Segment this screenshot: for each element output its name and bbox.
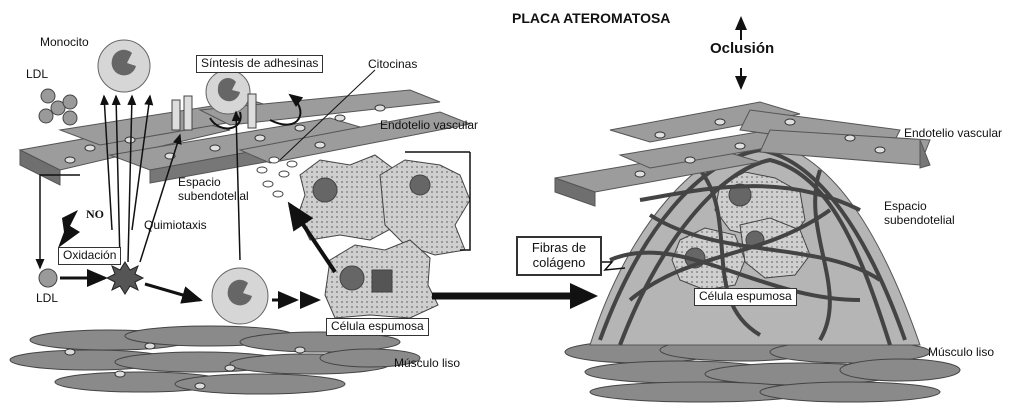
label-quimiotaxis: Quimiotaxis — [144, 218, 207, 232]
label-sintesis: Síntesis de adhesinas — [196, 55, 324, 73]
smooth-muscle-left — [9, 325, 421, 395]
cytokines — [256, 156, 298, 198]
cytokine-leader — [279, 69, 376, 161]
foam-to-space-arrow — [287, 201, 337, 274]
monocyte-top — [97, 39, 151, 93]
collagen-fibers — [598, 147, 907, 346]
label-musculo-left: Músculo liso — [394, 356, 461, 370]
endothelium-left-nuclei — [64, 104, 386, 164]
ldl-oxidation-path — [38, 261, 321, 325]
endothelium-right-nuclei — [634, 118, 886, 178]
label-no: NO — [86, 207, 104, 221]
ldl-particles-top — [38, 88, 78, 126]
label-ldl-bottom: LDL — [36, 291, 59, 305]
chemotaxis-arrows — [100, 94, 241, 263]
fibras-leader — [598, 261, 626, 271]
no-lightning — [58, 210, 80, 248]
label-musculo-right: Músculo liso — [928, 345, 995, 359]
label-espacio-right: Espacio subendotelial — [884, 199, 955, 227]
label-placa: PLACA ATEROMATOSA — [512, 10, 671, 26]
label-citocinas: Citocinas — [368, 57, 418, 71]
adhesin-arrow — [269, 93, 304, 126]
label-oxidacion: Oxidación — [58, 247, 122, 265]
foam-cells-upper — [297, 154, 471, 256]
label-fibras: Fibras de colágeno — [516, 236, 602, 276]
smooth-muscle-right — [564, 338, 961, 403]
label-ldl-top: LDL — [26, 67, 49, 81]
smooth-muscle-left-nuclei — [64, 342, 306, 390]
label-monocito: Monocito — [40, 35, 89, 49]
label-espacio-left: Espacio subendotelial — [178, 175, 249, 203]
label-endotelio-left: Endotelio vascular — [380, 118, 479, 132]
adhesion-monocyte — [171, 69, 257, 131]
label-oclusion: Oclusión — [710, 40, 775, 57]
foam-cell-main — [324, 239, 439, 319]
label-celula-right: Célula espumosa — [694, 288, 797, 306]
ldl-entry-line — [39, 174, 80, 230]
label-endotelio-right: Endotelio vascular — [904, 126, 1003, 140]
label-celula-left: Célula espumosa — [326, 318, 429, 336]
